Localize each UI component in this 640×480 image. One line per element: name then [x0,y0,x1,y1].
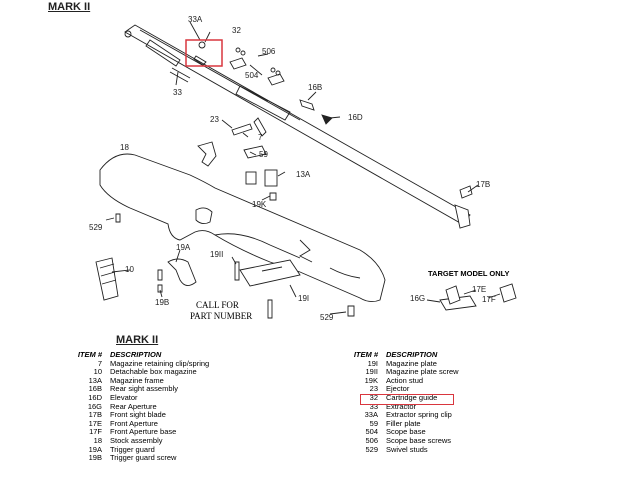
callout-label: 17F [482,295,496,304]
trigger-part [197,141,217,167]
filler-plate-part [243,145,267,159]
page-title: MARK II [48,1,91,13]
callout-label: 506 [262,47,276,56]
section-title: MARK II [116,334,159,346]
description-header: DESCRIPTION [110,350,162,359]
callout-label: 18 [120,143,129,152]
elevator-part [321,114,333,125]
callout-label: 529 [320,313,334,322]
barrel-receiver-assembly [124,24,471,229]
callout-label: 16B [308,83,322,92]
callout-label: 7 [258,133,263,142]
item-header: ITEM # [77,350,102,359]
scope-base-parts [229,47,285,86]
magazine-part [95,257,119,301]
callout-label: 19B [155,298,169,307]
callout-label: 33A [188,15,203,24]
callout-label: 19A [176,243,191,252]
callout-label: 19II [210,250,223,259]
callout-label: 16G [410,294,425,303]
ejector-part [231,123,253,136]
rear-sight-part [299,99,315,111]
front-sight-part [459,185,473,199]
magazine-frame-part [245,169,278,187]
extractor-part [169,67,191,83]
highlight-box-table [360,394,454,405]
cartridge-guide-part [193,55,207,66]
callout-label: 32 [232,26,241,35]
description-header: DESCRIPTION [386,350,438,359]
swivel-stud-part [347,305,355,317]
part-number-label: PART NUMBER [190,311,252,321]
callout-label: 59 [259,150,268,159]
callout-label: 13A [296,170,311,179]
trigger-guard-part [167,258,197,286]
callout-label: 529 [89,223,103,232]
stock-part [99,153,386,303]
callout-label: 10 [125,265,134,274]
callout-label: 19I [298,294,309,303]
extractor-clip-part [198,41,206,49]
callout-label: 33 [173,88,182,97]
callout-label: 17E [472,285,486,294]
callout-label: 16D [348,113,363,122]
callout-label: 23 [210,115,219,124]
callout-label: 504 [245,71,259,80]
exploded-parts-diagram: 33A 32 506 33 504 16B 16D 23 7 59 18 13A… [89,15,517,322]
callout-labels: 33A 32 506 33 504 16B 16D 23 7 59 18 13A… [89,15,510,322]
magazine-plate-part [239,259,301,287]
highlight-box-diagram [185,39,223,67]
item-header: ITEM # [353,350,378,359]
callout-label: 17B [476,180,490,189]
swivel-stud-part [115,213,121,223]
target-model-heading: TARGET MODEL ONLY [428,269,510,278]
call-for-label: CALL FOR [196,300,239,310]
action-stud-part [269,192,277,201]
callout-label: 19K [252,200,267,209]
target-model-parts [439,283,517,311]
